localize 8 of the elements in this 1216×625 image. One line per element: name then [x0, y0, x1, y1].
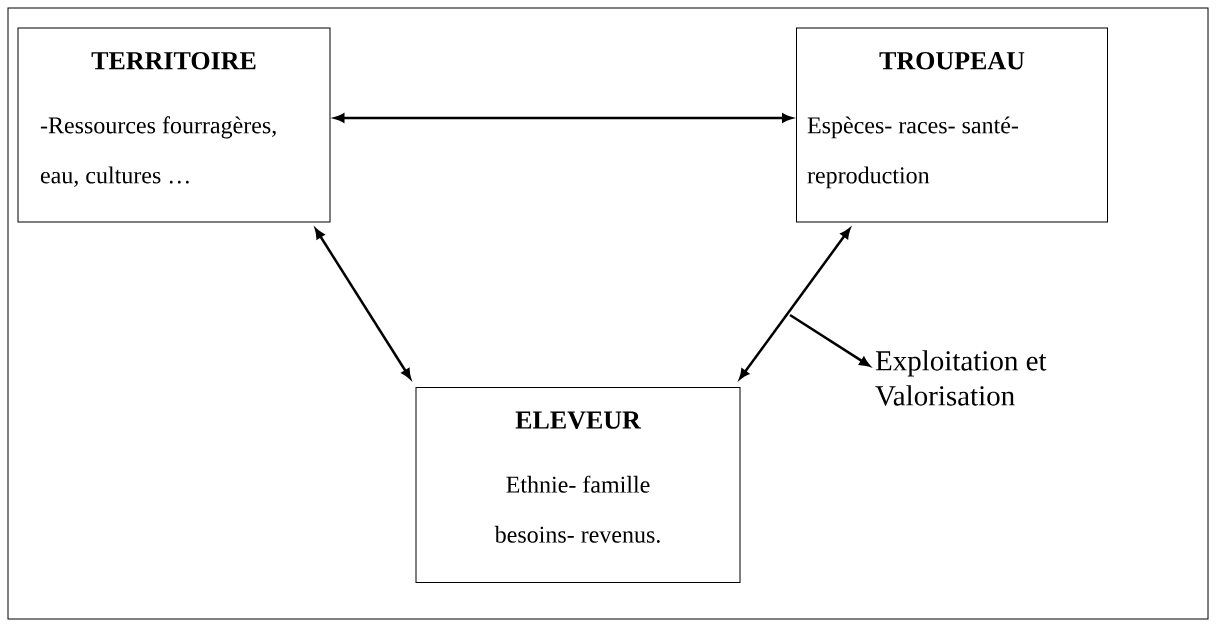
arrow: [739, 228, 851, 380]
label: Exploitation et Valorisation: [875, 350, 1047, 406]
arrow: [789, 313, 870, 367]
box: ELEVEUR Ethnie- famille besoins- revenus.: [415, 387, 741, 583]
box: TERRITOIRE -Ressources fourragères, eau, cultures …: [17, 27, 331, 223]
arrow: [334, 113, 793, 123]
arrow: [314, 228, 412, 380]
box: TROUPEAU Espèces- races- santé- reproduction: [796, 27, 1108, 223]
